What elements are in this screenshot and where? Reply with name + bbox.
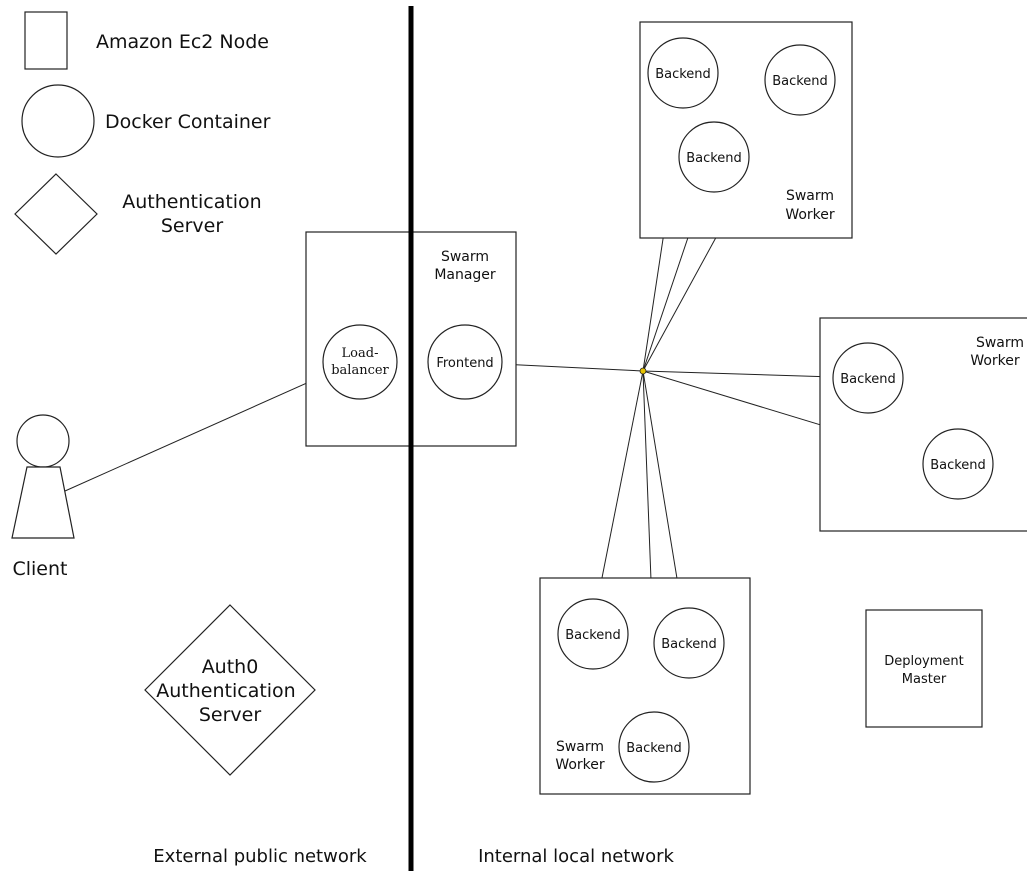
backend-container [557, 598, 629, 670]
swarm-worker-right-label-line2: Worker [970, 353, 1020, 369]
swarm-worker-top-label-line1: Swarm [786, 188, 834, 204]
network-hub-point [639, 367, 647, 375]
swarm-worker-right-label-line1: Swarm [976, 335, 1024, 351]
deployment-master-label-line2: Master [902, 672, 947, 687]
loadbalancer-label-line1: Load- [342, 346, 379, 361]
client-to-loadbalancer-line [64, 373, 328, 492]
auth0-diamond [144, 604, 316, 776]
frontend-to-hub-line [500, 363, 644, 372]
backend-label: Backend [930, 458, 986, 473]
hub-to-right-backend-1-line [642, 370, 835, 378]
client-actor: Client [11, 414, 75, 580]
swarm-worker-bottom-label-line2: Worker [555, 757, 605, 773]
connections [64, 106, 924, 712]
auth0-label-line3: Server [199, 704, 261, 726]
swarm-manager-label-line2: Manager [434, 267, 496, 283]
backend-label: Backend [565, 628, 621, 643]
auth0-label-line1: Auth0 [202, 656, 259, 678]
swarm-worker-right-node: Swarm Worker Backend Backend [819, 317, 1027, 532]
backend-container [653, 607, 725, 679]
legend-auth-label-line2: Server [161, 215, 223, 237]
legend-node-label: Amazon Ec2 Node [96, 31, 269, 53]
backend-label: Backend [840, 372, 896, 387]
backend-container [678, 121, 750, 193]
backend-container [647, 37, 719, 109]
client-label: Client [12, 558, 67, 580]
legend-node-square [24, 11, 68, 70]
auth0-label-line2: Authentication [156, 680, 295, 702]
client-head [16, 414, 70, 468]
deployment-master-box [865, 609, 983, 728]
deployment-master-node: Deployment Master [865, 609, 983, 728]
swarm-worker-bottom-label-line1: Swarm [556, 739, 604, 755]
external-network-label: External public network [153, 846, 367, 867]
swarm-manager-label-line1: Swarm [441, 249, 489, 265]
client-body [11, 466, 75, 539]
hub-to-bottom-backend-2-line [642, 370, 683, 610]
backend-container [922, 428, 994, 500]
deployment-master-label-line1: Deployment [884, 654, 964, 669]
backend-label: Backend [655, 67, 711, 82]
backend-container [618, 711, 690, 783]
backend-label: Backend [626, 741, 682, 756]
internal-network-label: Internal local network [478, 846, 674, 867]
backend-container [832, 342, 904, 414]
frontend-label: Frontend [436, 356, 493, 371]
legend-auth-label-line1: Authentication [122, 191, 261, 213]
loadbalancer-label-line2: balancer [331, 363, 389, 378]
loadbalancer-container [322, 324, 398, 400]
backend-label: Backend [686, 151, 742, 166]
backend-container [764, 44, 836, 116]
swarm-worker-top-label-line2: Worker [785, 207, 835, 223]
hub-to-bottom-backend-1-line [597, 370, 644, 599]
backend-label: Backend [772, 74, 828, 89]
legend-container-label: Docker Container [105, 111, 271, 133]
swarm-worker-bottom-node: Swarm Worker Backend Backend Backend [539, 577, 751, 795]
legend-auth-diamond [14, 173, 98, 255]
frontend-container [427, 324, 503, 400]
legend: Amazon Ec2 Node Docker Container Authent… [14, 11, 271, 255]
backend-label: Backend [661, 637, 717, 652]
auth0-server: Auth0 Authentication Server [144, 604, 316, 776]
swarm-worker-top-node: Swarm Worker Backend Backend Backend [639, 21, 853, 239]
legend-container-circle [21, 84, 95, 158]
